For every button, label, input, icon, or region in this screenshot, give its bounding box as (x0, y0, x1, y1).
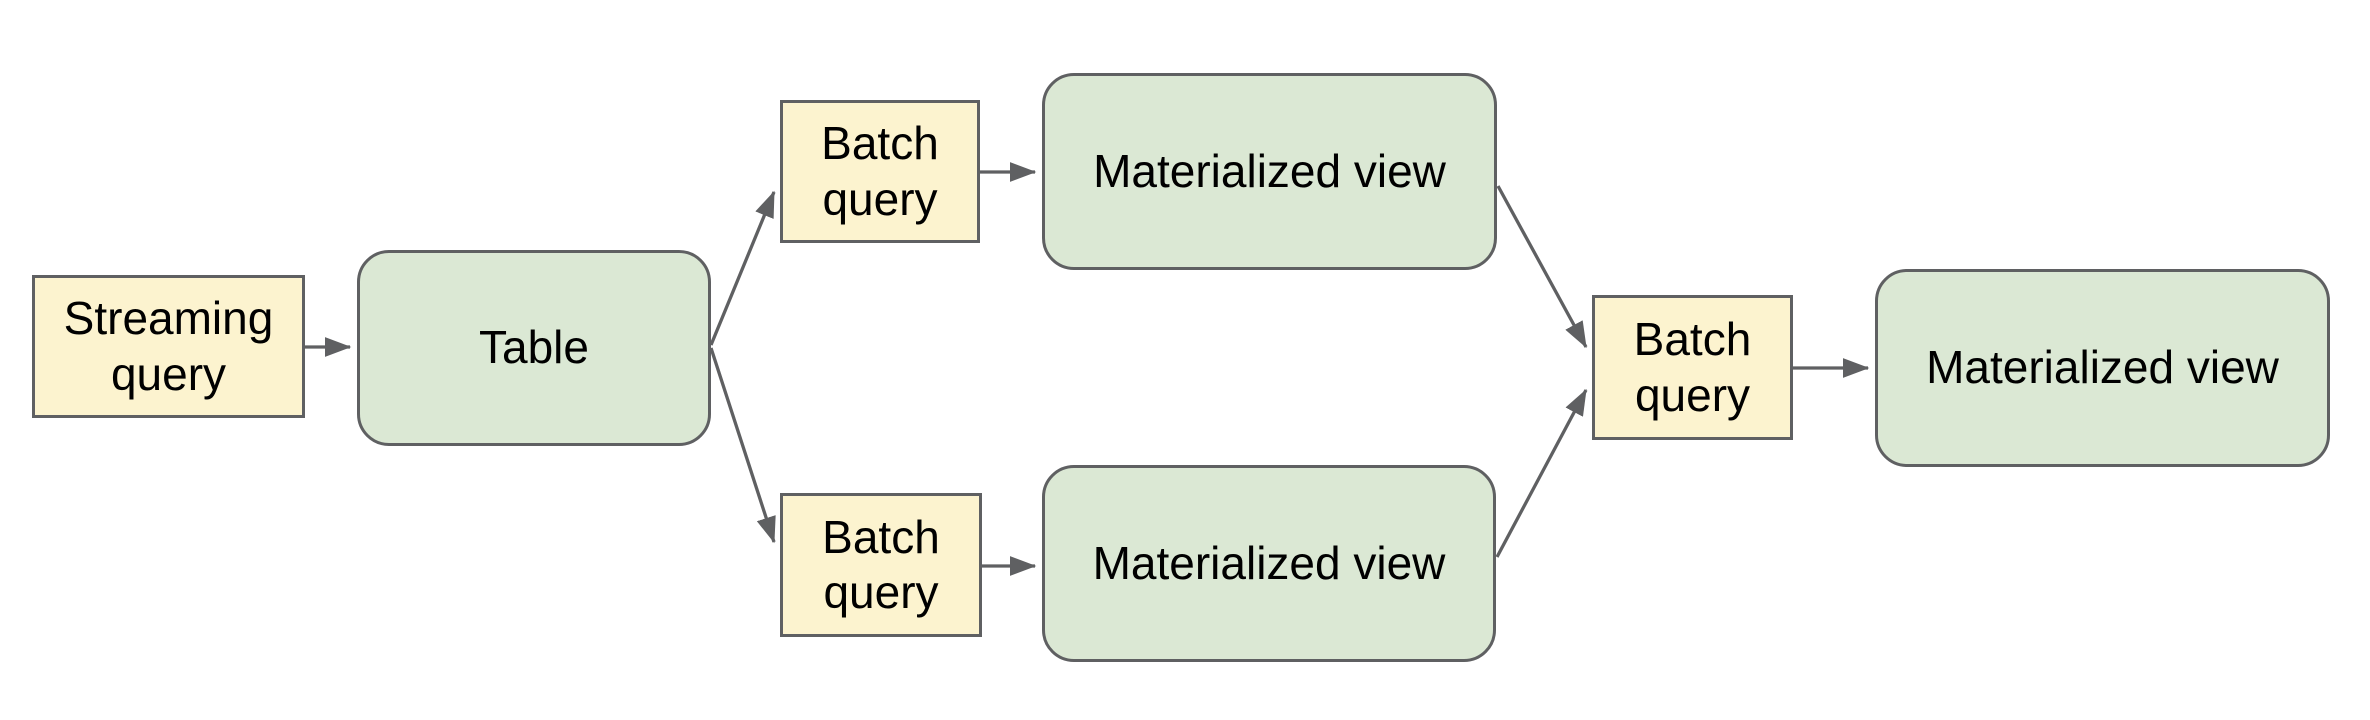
node-materialized-view-final: Materialized view (1875, 269, 2330, 467)
node-table: Table (357, 250, 711, 446)
node-streaming-query-label: Streaming query (63, 292, 274, 400)
node-materialized-view-top: Materialized view (1042, 73, 1497, 270)
edge-materialized-view-bottom-to-batch-query-final-arrow (1495, 388, 1588, 558)
node-batch-query-bottom-label: Batch query (822, 510, 940, 618)
node-batch-query-bottom: Batch query (780, 493, 982, 637)
edge-materialized-view-top-to-batch-query-final-arrow (1496, 185, 1588, 349)
node-materialized-view-bottom: Materialized view (1042, 465, 1496, 662)
node-batch-query-top-label: Batch query (821, 117, 939, 225)
edge-table-to-batch-query-bottom-arrow (709, 347, 776, 544)
node-materialized-view-final-label: Materialized view (1926, 341, 2279, 394)
node-table-label: Table (479, 321, 589, 374)
node-materialized-view-bottom-label: Materialized view (1092, 536, 1446, 589)
node-batch-query-top: Batch query (780, 100, 980, 243)
edge-table-to-batch-query-top-arrow (709, 190, 776, 346)
node-batch-query-final-label: Batch query (1633, 313, 1752, 421)
node-materialized-view-top-label: Materialized view (1093, 144, 1446, 197)
node-batch-query-final: Batch query (1592, 295, 1793, 440)
node-streaming-query: Streaming query (32, 275, 305, 418)
